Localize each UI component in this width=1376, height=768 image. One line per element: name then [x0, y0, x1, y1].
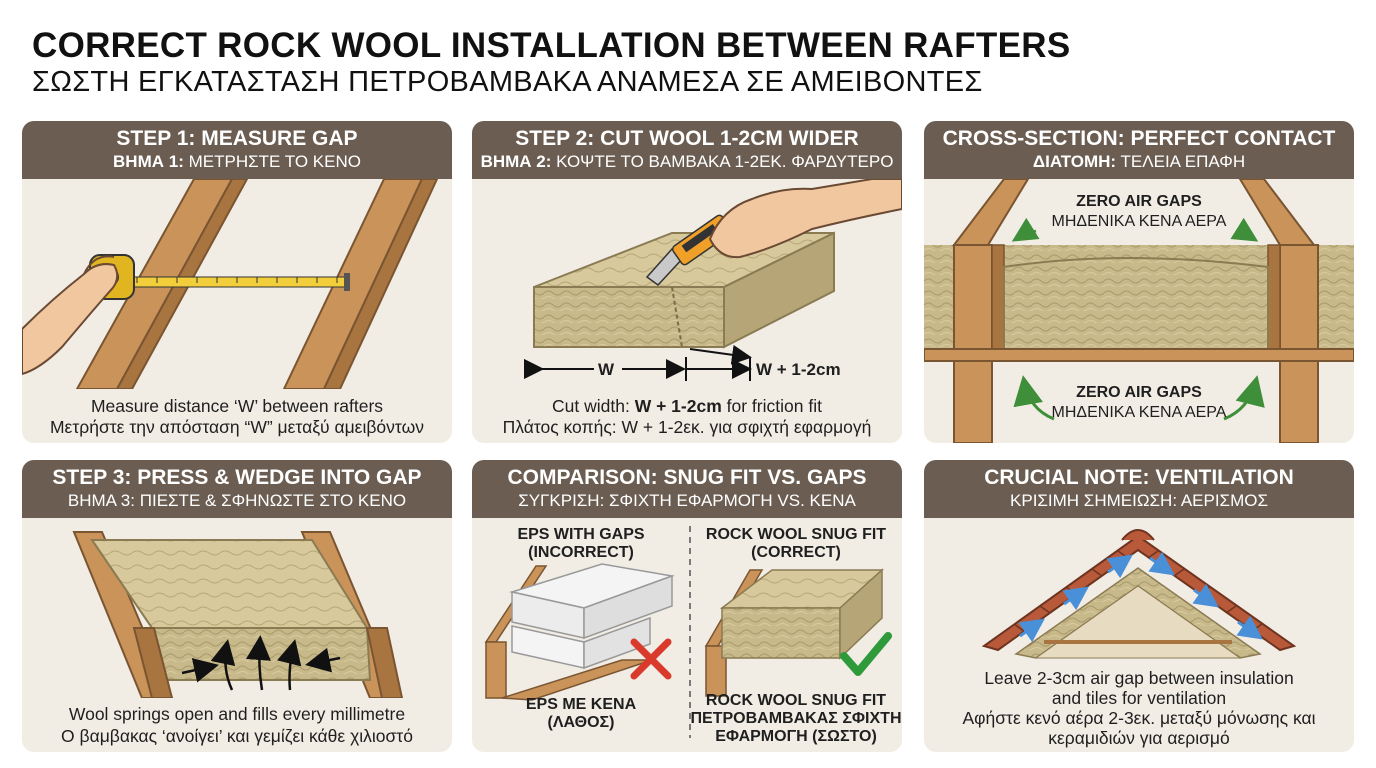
zero-air-gaps-top-gr: ΜΗΔΕΝΙΚΑ ΚΕΝΑ ΑΕΡΑ	[1051, 213, 1227, 230]
step2-title: STEP 2: CUT WOOL 1-2CM WIDER	[515, 127, 859, 150]
step1-illustration	[22, 179, 439, 389]
green-arrow	[1230, 217, 1259, 242]
check-icon	[840, 632, 892, 676]
step1-subtitle: ΒΗΜΑ 1: ΜΕΤΡΗΣΤΕ ΤΟ ΚΕΝΟ	[113, 152, 361, 171]
rock-wool-label-2: (CORRECT)	[751, 544, 841, 561]
rafter-right	[282, 179, 439, 389]
step3-subtitle: ΒΗΜΑ 3: ΠΙΕΣΤΕ & ΣΦΗΝΩΣΤΕ ΣΤΟ ΚΕΝΟ	[67, 491, 407, 510]
eps-kena-label-2: (ΛΑΘΟΣ)	[547, 714, 615, 731]
step3-panel: STEP 3: PRESS & WEDGE INTO GAP ΒΗΜΑ 3: Π…	[22, 460, 452, 752]
cross-section-illustration	[924, 179, 1354, 443]
cross-section-panel: CROSS-SECTION: PERFECT CONTACT ΔΙΑΤΟΜΗ: …	[924, 121, 1354, 443]
hand-icon	[708, 179, 902, 259]
step3-illustration	[72, 531, 404, 698]
step1-title: STEP 1: MEASURE GAP	[116, 127, 358, 150]
ventilation-illustration	[981, 529, 1297, 659]
step2-panel: STEP 2: CUT WOOL 1-2CM WIDER ΒΗΜΑ 2: ΚΟΨ…	[472, 121, 902, 443]
cross-section-header: CROSS-SECTION: PERFECT CONTACT ΔΙΑΤΟΜΗ: …	[924, 121, 1354, 179]
step1-caption-en: Measure distance ‘W’ between rafters	[90, 396, 384, 416]
ventilation-subtitle: ΚΡΙΣΙΜΗ ΣΗΜΕΙΩΣΗ: ΑΕΡΙΣΜΟΣ	[1010, 491, 1268, 510]
eps-kena-label-1: EPS ME KENA	[525, 696, 637, 713]
ventilation-caption-gr-2: κεραμιδιών για αερισμό	[1048, 728, 1230, 748]
rock-wool-bottom-2: ΠΕΤΡΟΒΑΜΒΑΚΑΣ ΣΦΙΧΤΗ	[690, 710, 902, 727]
hand-icon	[22, 255, 119, 376]
eps-gaps-label-2: (INCORRECT)	[528, 544, 634, 561]
step1-header: STEP 1: MEASURE GAP ΒΗΜΑ 1: ΜΕΤΡΗΣΤΕ ΤΟ …	[22, 121, 452, 179]
step3-caption-gr: Ο βαμβακας ‘ανοίγει’ και γεμίζει κάθε χι…	[61, 726, 413, 746]
rafter-left-front	[132, 627, 174, 698]
ventilation-caption-en-1: Leave 2-3cm air gap between insulation	[984, 668, 1294, 688]
step1-panel: STEP 1: MEASURE GAP ΒΗΜΑ 1: ΜΕΤΡΗΣΤΕ ΤΟ …	[22, 121, 452, 443]
comparison-header: COMPARISON: SNUG FIT VS. GAPS ΣΥΓΚΡΙΣΗ: …	[472, 460, 902, 518]
utility-knife-icon	[645, 214, 733, 286]
green-arrow	[1011, 217, 1040, 242]
insulation-layer	[1014, 567, 1262, 659]
red-x-icon	[630, 638, 672, 680]
ventilation-caption-gr-1: Αφήστε κενό αέρα 2-3εκ. μεταξύ μόνωσης κ…	[962, 708, 1316, 728]
ventilation-panel: CRUCIAL NOTE: VENTILATION ΚΡΙΣΙΜΗ ΣΗΜΕΙΩ…	[924, 460, 1354, 752]
step2-caption-en: Cut width: W + 1-2cm for friction fit	[552, 396, 822, 416]
cross-section-subtitle: ΔΙΑΤΟΜΗ: ΤΕΛΕΙΑ ΕΠΑΦΗ	[1032, 152, 1246, 171]
eps-gaps-label-1: EPS WITH GAPS	[517, 526, 645, 543]
step2-subtitle: ΒΗΜΑ 2: ΚΟΨΤΕ ΤΟ ΒΑΜΒΑΚΑ 1-2ΕΚ. ΦΑΡΔΥΤΕΡ…	[480, 152, 894, 171]
rock-wool-label-1: ROCK WOOL SNUG FIT	[705, 526, 887, 543]
rock-wool-snug-fit-drawing	[704, 568, 884, 697]
rock-wool-bottom-1: ROCK WOOL SNUG FIT	[705, 692, 887, 709]
wool-fill	[1003, 257, 1269, 350]
airflow-arrows	[1018, 551, 1263, 643]
green-arrow	[1223, 375, 1265, 421]
step3-caption-en: Wool springs open and fills every millim…	[68, 704, 406, 724]
step3-title: STEP 3: PRESS & WEDGE INTO GAP	[52, 466, 422, 489]
zero-air-gaps-top-en: ZERO AIR GAPS	[1076, 193, 1202, 210]
rafter-right-front	[365, 627, 404, 698]
rafter-right	[1238, 179, 1319, 443]
page-subtitle: ΣΩΣΤΗ ΕΓΚΑΤΑΣΤΑΣΗ ΠΕΤΡΟΒΑΜΒΑΚΑ ΑΝΑΜΕΣΑ Σ…	[32, 66, 983, 98]
dim-w-plus-label: W + 1-2cm	[756, 360, 841, 379]
ceiling-batten	[924, 348, 1354, 362]
eps-with-gaps-drawing	[484, 563, 675, 701]
green-arrow	[1013, 375, 1055, 421]
push-arrows	[181, 635, 341, 691]
step2-header: STEP 2: CUT WOOL 1-2CM WIDER ΒΗΜΑ 2: ΚΟΨ…	[472, 121, 902, 179]
step2-caption-gr: Πλάτος κοπής: W + 1-2εκ. για σφιχτή εφαρ…	[502, 417, 872, 437]
rafter-left	[951, 179, 1030, 443]
comparison-panel: COMPARISON: SNUG FIT VS. GAPS ΣΥΓΚΡΙΣΗ: …	[472, 460, 902, 752]
page-title: CORRECT ROCK WOOL INSTALLATION BETWEEN R…	[32, 26, 1071, 65]
dimension-arrows	[524, 344, 752, 381]
step1-caption-gr: Μετρήστε την απόσταση “W” μεταξύ αμειβόν…	[49, 417, 424, 437]
zero-air-gaps-bottom-en: ZERO AIR GAPS	[1076, 384, 1202, 401]
rock-wool-bottom-3: ΕΦΑΡΜΟΓΗ (ΣΩΣΤΟ)	[715, 728, 877, 745]
step3-header: STEP 3: PRESS & WEDGE INTO GAP ΒΗΜΑ 3: Π…	[22, 460, 452, 518]
dim-w-label: W	[598, 360, 615, 379]
zero-air-gaps-bottom-gr: ΜΗΔΕΝΙΚΑ ΚΕΝΑ ΑΕΡΑ	[1051, 404, 1227, 421]
ventilation-caption-en-2: and tiles for ventilation	[1051, 688, 1227, 708]
tape-measure-icon	[89, 254, 350, 300]
cross-section-title: CROSS-SECTION: PERFECT CONTACT	[942, 127, 1336, 150]
step2-illustration	[524, 179, 902, 381]
comparison-subtitle: ΣΥΓΚΡΙΣΗ: ΣΦΙΧΤΗ ΕΦΑΡΜΟΓΗ VS. ΚΕΝΑ	[518, 491, 856, 510]
comparison-illustration	[484, 526, 892, 738]
ventilation-title: CRUCIAL NOTE: VENTILATION	[984, 466, 1294, 489]
comparison-title: COMPARISON: SNUG FIT VS. GAPS	[507, 466, 867, 489]
ventilation-header: CRUCIAL NOTE: VENTILATION ΚΡΙΣΙΜΗ ΣΗΜΕΙΩ…	[924, 460, 1354, 518]
